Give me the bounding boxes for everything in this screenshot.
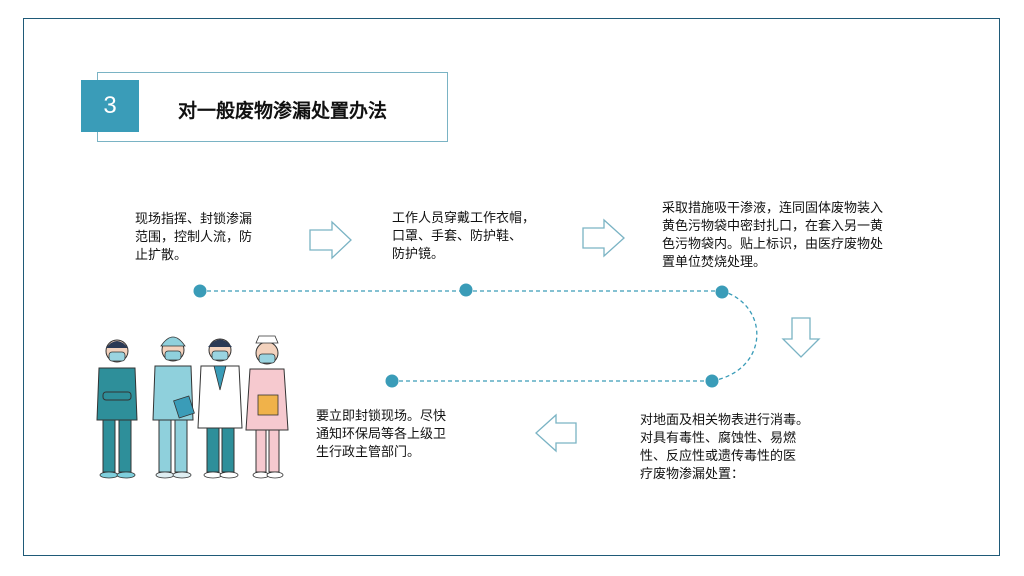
step-5-text: 要立即封锁现场。尽快 通知环保局等各上级卫 生行政主管部门。 <box>316 408 446 462</box>
arrow-down-icon <box>781 317 821 358</box>
arrow-right-icon <box>582 218 625 258</box>
step-line: 范围，控制人流，防 <box>135 230 253 245</box>
step-line: 置单位焚烧处理。 <box>662 255 767 270</box>
nurse-pink-icon <box>245 335 289 479</box>
arrow-right-icon <box>309 220 352 260</box>
step-line: 对地面及相关物表进行消毒。 <box>640 413 810 428</box>
doctor-scrubs-icon <box>96 339 138 479</box>
step-line: 防护镜。 <box>392 247 445 262</box>
step-line: 色污物袋内。贴上标识，由医疗废物处 <box>662 237 884 252</box>
step-4-text: 对地面及相关物表进行消毒。 对具有毒性、腐蚀性、易燃 性、反应性或遗传毒性的医 … <box>640 412 809 484</box>
step-line: 要立即封锁现场。尽快 <box>316 409 447 424</box>
dot-4 <box>705 374 719 388</box>
step-line: 现场指挥、封锁渗漏 <box>135 212 253 227</box>
step-line: 工作人员穿戴工作衣帽， <box>392 211 536 226</box>
step-line: 生行政主管部门。 <box>316 445 421 460</box>
dot-2 <box>459 283 473 297</box>
arrow-left-icon <box>535 413 577 453</box>
dot-5 <box>385 374 399 388</box>
slide-frame <box>23 18 1000 556</box>
step-line: 采取措施吸干渗液，连同固体废物装入 <box>662 201 884 216</box>
doctor-white-coat-icon <box>197 338 243 479</box>
section-number: 3 <box>81 80 139 132</box>
nurse-blue-icon <box>152 336 195 479</box>
step-line: 口罩、手套、防护鞋、 <box>392 229 523 244</box>
dot-1 <box>193 284 207 298</box>
page-title: 对一般废物渗漏处置办法 <box>178 100 388 122</box>
step-2-text: 工作人员穿戴工作衣帽， 口罩、手套、防护鞋、 防护镜。 <box>392 210 535 264</box>
step-line: 止扩散。 <box>135 248 188 263</box>
step-1-text: 现场指挥、封锁渗漏 范围，控制人流，防 止扩散。 <box>135 211 252 265</box>
step-line: 黄色污物袋中密封扎口，在套入另一黄 <box>662 219 884 234</box>
step-line: 性、反应性或遗传毒性的医 <box>640 449 797 464</box>
step-3-text: 采取措施吸干渗液，连同固体废物装入 黄色污物袋中密封扎口，在套入另一黄 色污物袋… <box>662 200 883 272</box>
dot-3 <box>715 285 729 299</box>
step-line: 疗废物渗漏处置： <box>640 467 745 482</box>
curve-dashed-line <box>711 290 758 382</box>
medical-staff-illustration <box>96 335 289 479</box>
step-line: 通知环保局等各上级卫 <box>316 427 447 442</box>
step-line: 对具有毒性、腐蚀性、易燃 <box>640 431 797 446</box>
title-box <box>97 72 448 142</box>
